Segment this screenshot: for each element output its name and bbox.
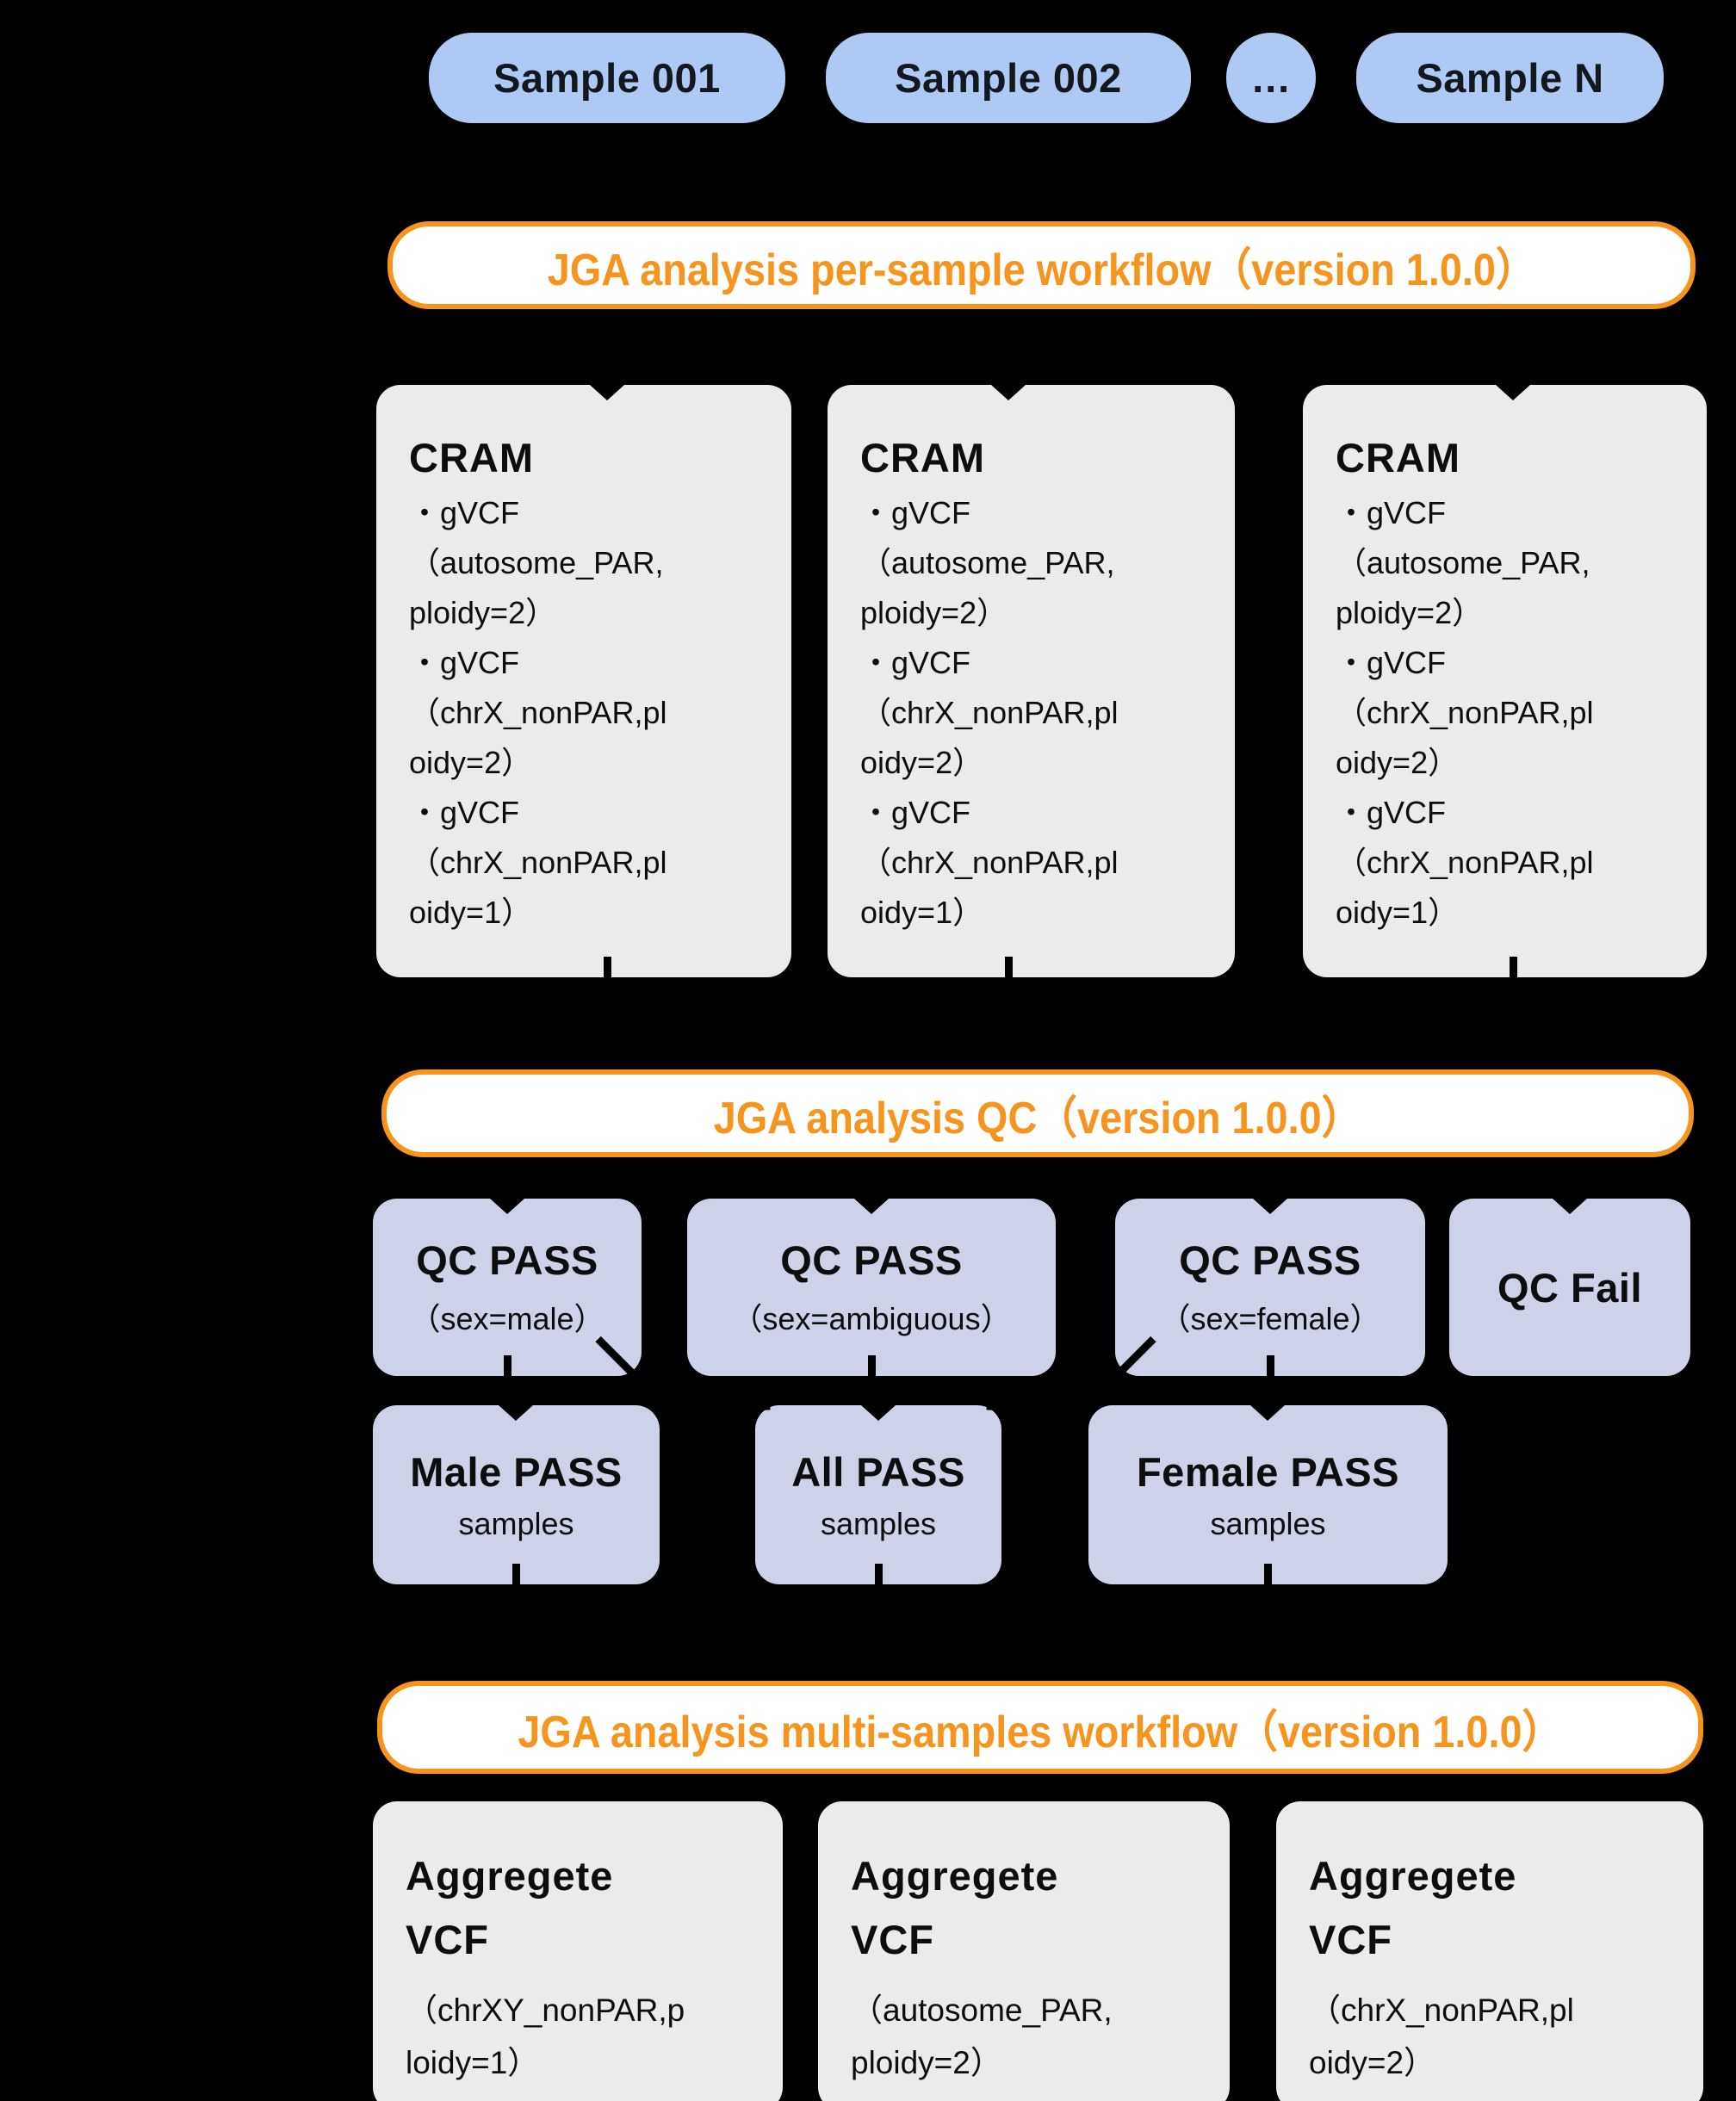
arrowhead-into-qc-fail-icon	[1553, 1199, 1587, 1214]
sample-002-label: Sample 002	[895, 55, 1122, 101]
qc-pass-female-title: QC PASS	[1179, 1236, 1361, 1283]
arrowhead-into-cram-2-icon	[991, 385, 1026, 400]
cram-box-3: CRAM ・gVCF （autosome_PAR, ploidy=2） ・gVC…	[1303, 385, 1707, 977]
qc-pass-ambiguous-title: QC PASS	[780, 1236, 963, 1283]
arrowhead-into-qc-ambiguous-icon	[854, 1199, 889, 1214]
qc-banner: JGA analysis QC（version 1.0.0）	[381, 1069, 1694, 1157]
qc-pass-male-title: QC PASS	[416, 1236, 598, 1283]
connector-stub-male-pass-icon	[512, 1564, 520, 1586]
sample-n-label: Sample N	[1416, 55, 1604, 101]
connector-stub-female-pass-icon	[1264, 1564, 1272, 1586]
qc-banner-title: JGA analysis QC（version 1.0.0）	[713, 1093, 1362, 1143]
qc-pass-ambiguous-subtitle: （sex=ambiguous）	[731, 1300, 1012, 1336]
sample-002-pill: Sample 002	[826, 33, 1191, 123]
sample-n-pill: Sample N	[1356, 33, 1664, 123]
arrowhead-into-qc-female-icon	[1253, 1199, 1287, 1214]
male-pass-title: Male PASS	[410, 1448, 623, 1495]
aggregate-vcf-1-title: Aggregete VCF	[406, 1853, 614, 1962]
connector-stub-cram-3-icon	[1510, 957, 1517, 979]
arrowhead-into-qc-male-icon	[490, 1199, 524, 1214]
multi-samples-workflow-banner: JGA analysis multi-samples workflow（vers…	[377, 1681, 1703, 1774]
connector-stub-cram-1-icon	[604, 957, 611, 979]
qc-pass-male-box: QC PASS （sex=male）	[373, 1199, 642, 1376]
female-pass-title: Female PASS	[1136, 1448, 1400, 1495]
arrowhead-into-cram-3-icon	[1496, 385, 1530, 400]
qc-pass-female-subtitle: （sex=female）	[1159, 1300, 1381, 1336]
female-pass-subtitle: samples	[1210, 1505, 1326, 1541]
cram-box-2-files: ・gVCF （autosome_PAR, ploidy=2） ・gVCF （ch…	[860, 495, 1119, 930]
male-pass-samples-box: Male PASS samples	[373, 1405, 660, 1584]
connector-stub-qc-male-icon	[504, 1355, 512, 1378]
male-pass-subtitle: samples	[458, 1505, 574, 1541]
all-pass-subtitle: samples	[820, 1505, 937, 1541]
connector-stub-qc-ambiguous-icon	[868, 1355, 876, 1378]
aggregate-vcf-3-title: Aggregete VCF	[1309, 1853, 1517, 1962]
all-pass-samples-box: All PASS samples	[755, 1405, 1001, 1584]
aggregate-vcf-box-2: Aggregete VCF （autosome_PAR, ploidy=2）	[818, 1801, 1230, 2101]
per-sample-workflow-title: JGA analysis per-sample workflow（version…	[547, 245, 1536, 295]
female-pass-samples-box: Female PASS samples	[1088, 1405, 1448, 1584]
qc-fail-title: QC Fail	[1497, 1264, 1643, 1311]
aggregate-vcf-box-1: Aggregete VCF （chrXY_nonPAR,p loidy=1）	[373, 1801, 783, 2101]
cram-box-3-files: ・gVCF （autosome_PAR, ploidy=2） ・gVCF （ch…	[1336, 495, 1594, 930]
aggregate-vcf-1-params: （chrXY_nonPAR,p loidy=1）	[406, 1993, 685, 2080]
sample-ellipsis-label: …	[1250, 55, 1292, 101]
arrowhead-into-all-pass-center-icon	[861, 1405, 896, 1421]
qc-pass-female-box: QC PASS （sex=female）	[1115, 1199, 1425, 1376]
sample-001-pill: Sample 001	[429, 33, 785, 123]
sample-001-label: Sample 001	[493, 55, 721, 101]
connector-stub-qc-female-icon	[1267, 1355, 1274, 1378]
aggregate-vcf-2-title: Aggregete VCF	[851, 1853, 1059, 1962]
cram-box-1-title: CRAM	[409, 435, 534, 480]
multi-samples-workflow-title: JGA analysis multi-samples workflow（vers…	[518, 1707, 1563, 1757]
connector-stub-cram-2-icon	[1005, 957, 1013, 979]
all-pass-title: All PASS	[791, 1448, 965, 1495]
sample-ellipsis-pill: …	[1226, 33, 1316, 123]
arrowhead-into-female-pass-icon	[1250, 1405, 1285, 1421]
cram-box-1-files: ・gVCF （autosome_PAR, ploidy=2） ・gVCF （ch…	[409, 495, 667, 930]
cram-box-2-title: CRAM	[860, 435, 985, 480]
arrowhead-into-male-pass-icon	[499, 1405, 533, 1421]
cram-box-1: CRAM ・gVCF （autosome_PAR, ploidy=2） ・gVC…	[376, 385, 791, 977]
aggregate-vcf-box-3: Aggregete VCF （chrX_nonPAR,pl oidy=2）	[1276, 1801, 1703, 2101]
qc-fail-box: QC Fail	[1449, 1199, 1690, 1376]
cram-box-2: CRAM ・gVCF （autosome_PAR, ploidy=2） ・gVC…	[828, 385, 1235, 977]
aggregate-vcf-3-params: （chrX_nonPAR,pl oidy=2）	[1309, 1993, 1574, 2080]
aggregate-vcf-2-params: （autosome_PAR, ploidy=2）	[851, 1993, 1113, 2080]
connector-stub-all-pass-icon	[875, 1564, 883, 1586]
qc-pass-male-subtitle: （sex=male）	[409, 1300, 605, 1336]
cram-box-3-title: CRAM	[1336, 435, 1460, 480]
arrowhead-into-cram-1-icon	[590, 385, 624, 400]
qc-pass-ambiguous-box: QC PASS （sex=ambiguous）	[687, 1199, 1056, 1376]
per-sample-workflow-banner: JGA analysis per-sample workflow（version…	[388, 221, 1696, 309]
